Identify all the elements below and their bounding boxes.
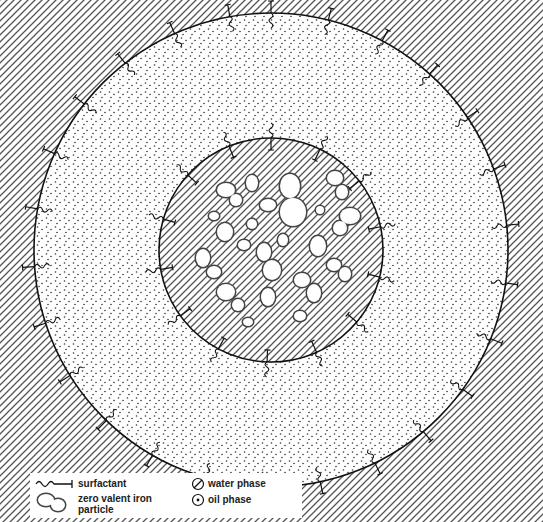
oil-droplet	[34, 13, 508, 487]
iron-particle-symbol	[38, 494, 65, 511]
surfactant-head	[71, 480, 72, 488]
iron-particles	[196, 171, 360, 326]
oil-phase-symbol	[193, 495, 204, 506]
surfactant-symbol	[36, 482, 72, 487]
outer-surfactants	[22, 1, 519, 499]
legend-label: oil phase	[208, 494, 298, 505]
legend-label: zero valent iron particle	[78, 493, 170, 515]
legend-label: water phase	[208, 478, 298, 489]
inner-surfactants	[145, 123, 395, 377]
legend-panel	[30, 473, 302, 518]
water-phase-symbol	[193, 479, 204, 490]
inner-water-droplet	[159, 138, 383, 362]
legend-label: surfactant	[78, 478, 178, 489]
